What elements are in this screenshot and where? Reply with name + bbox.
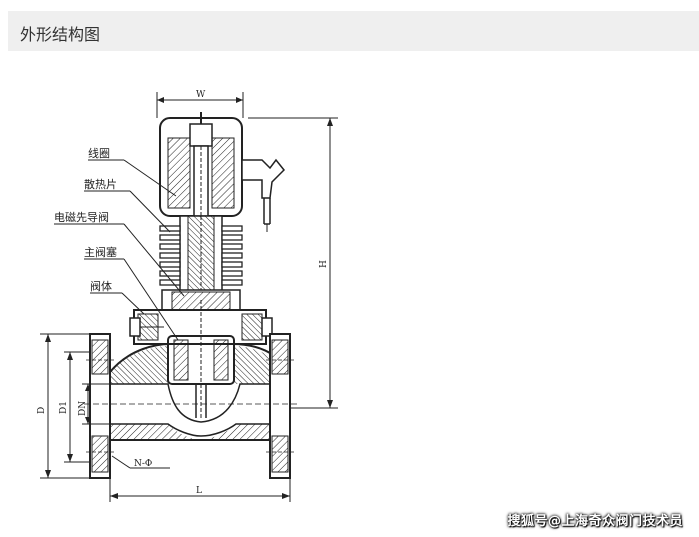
dim-d-label: D — [37, 407, 47, 414]
label-pilot-valve: 电磁先导阀 — [54, 210, 185, 297]
valve-body — [84, 333, 298, 479]
watermark: 搜狐号@上海奇众阀门技术员 — [507, 514, 683, 529]
page-title: 外形结构图 — [20, 25, 101, 44]
coil-housing — [159, 112, 243, 217]
dim-d-group: D D1 DN — [37, 333, 110, 479]
label-heatsink-text: 散热片 — [84, 177, 117, 191]
header-bar: 外形结构图 — [8, 11, 699, 51]
label-coil: 线圈 — [88, 146, 177, 197]
dim-w: W — [156, 90, 244, 118]
label-body-text: 阀体 — [90, 279, 112, 293]
dim-d1-label: D1 — [59, 401, 69, 414]
dim-l: L — [109, 478, 291, 502]
label-heatsink: 散热片 — [84, 177, 171, 233]
label-coil-text: 线圈 — [88, 146, 110, 160]
dim-h: H — [248, 117, 338, 409]
main-plug — [167, 300, 235, 420]
cable-connector — [241, 158, 286, 232]
label-main-plug: 主阀塞 — [84, 245, 179, 341]
dim-w-label: W — [196, 90, 206, 100]
dim-nphi: N-Φ — [111, 455, 170, 469]
dim-l-label: L — [196, 486, 202, 496]
dim-h-label: H — [319, 260, 329, 268]
heatsink — [159, 215, 243, 300]
label-body: 阀体 — [90, 279, 145, 315]
label-main-plug-text: 主阀塞 — [84, 245, 117, 259]
dim-dn-label: DN — [78, 401, 88, 416]
label-pilot-valve-text: 电磁先导阀 — [54, 210, 109, 224]
dim-nphi-label: N-Φ — [134, 459, 152, 469]
